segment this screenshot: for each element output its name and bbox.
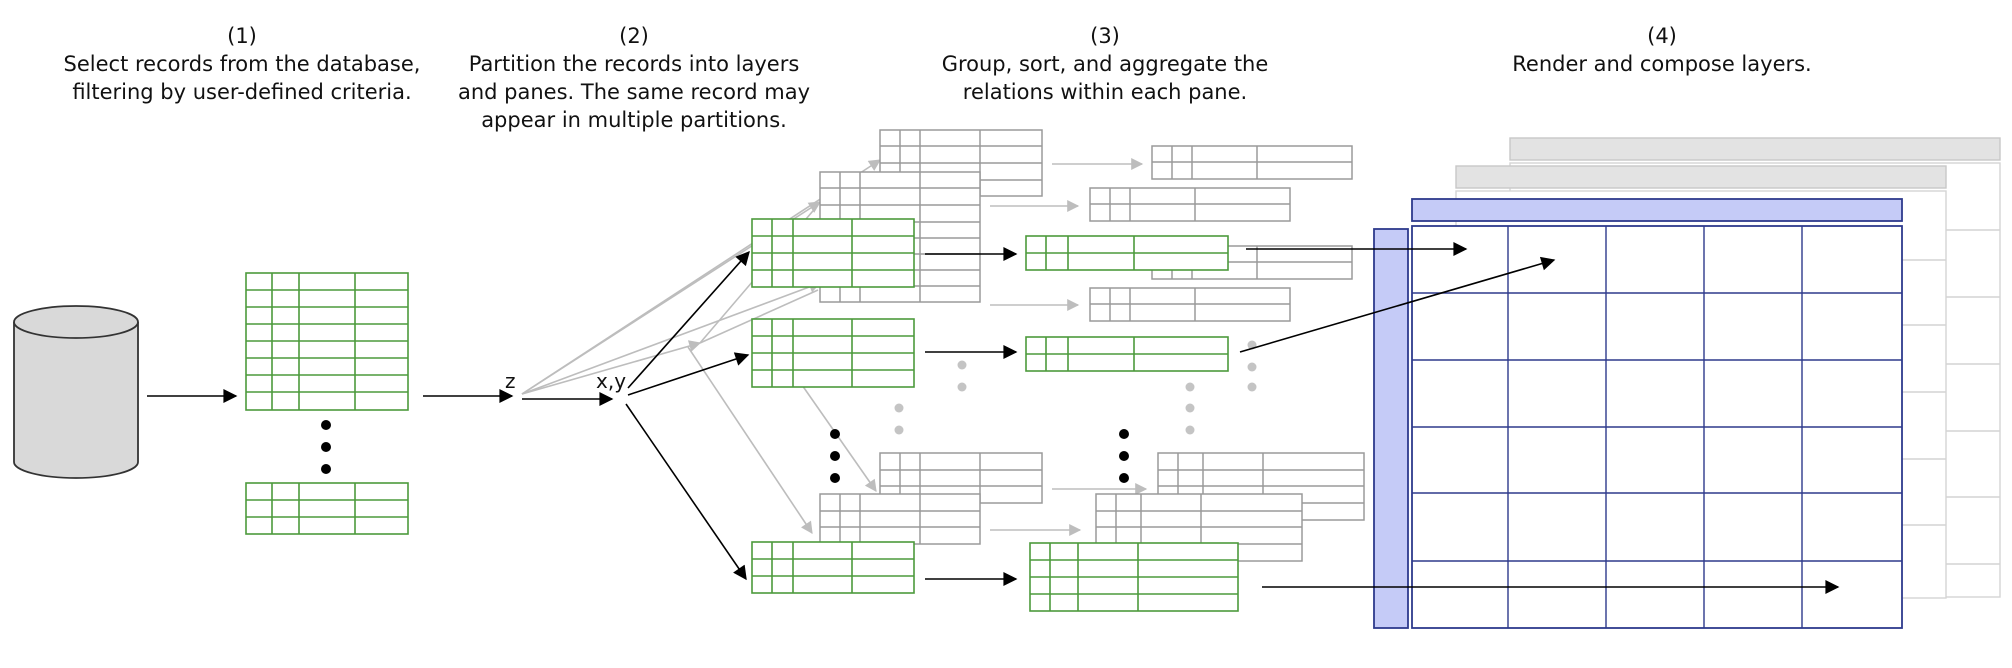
pane-table bbox=[751, 218, 915, 288]
front-layer bbox=[1373, 198, 1903, 629]
pane-table bbox=[751, 541, 915, 594]
step-1-caption: (1) Select records from the database, fi… bbox=[64, 24, 421, 104]
aggregated-table bbox=[1025, 235, 1229, 271]
step-1-number: (1) bbox=[227, 24, 257, 48]
ellipsis-dots-icon bbox=[830, 429, 840, 483]
step-3-line-2: relations within each pane. bbox=[963, 80, 1247, 104]
step-3-number: (3) bbox=[1090, 24, 1120, 48]
step-2-line-2: and panes. The same record may bbox=[458, 80, 810, 104]
step-3-line-1: Group, sort, and aggregate the bbox=[942, 52, 1269, 76]
step-1-line-1: Select records from the database, bbox=[64, 52, 421, 76]
label-z: z bbox=[505, 369, 516, 393]
step-4-line-1: Render and compose layers. bbox=[1512, 52, 1812, 76]
ghost-tables bbox=[819, 129, 1365, 562]
step-3-caption: (3) Group, sort, and aggregate the relat… bbox=[942, 24, 1269, 104]
layer-side-bar bbox=[1373, 228, 1409, 629]
step-1-line-2: filtering by user-defined criteria. bbox=[72, 80, 411, 104]
pane-tables bbox=[751, 218, 915, 594]
filtered-records-table bbox=[245, 272, 409, 411]
step-4-number: (4) bbox=[1647, 24, 1677, 48]
ellipsis-dots-icon bbox=[321, 420, 331, 474]
step-2-line-1: Partition the records into layers bbox=[469, 52, 800, 76]
layer-grid-lines bbox=[1412, 226, 1902, 628]
aggregate-arrows bbox=[925, 247, 1018, 586]
pane-table bbox=[751, 318, 915, 388]
label-xy: x,y bbox=[596, 369, 626, 393]
step-2-line-3: appear in multiple partitions. bbox=[481, 108, 787, 132]
step-2-number: (2) bbox=[619, 24, 649, 48]
database-icon bbox=[13, 305, 139, 479]
ghost-table bbox=[1151, 145, 1353, 180]
ghost-table bbox=[1089, 287, 1291, 322]
partition-arrows bbox=[625, 250, 750, 581]
ghost-table bbox=[1089, 187, 1291, 222]
aggregated-table bbox=[1025, 336, 1229, 372]
layer-header-bar bbox=[1411, 198, 1903, 222]
aggregated-table bbox=[1029, 542, 1239, 612]
step-2-caption: (2) Partition the records into layers an… bbox=[458, 24, 810, 132]
aggregated-tables bbox=[1025, 235, 1239, 612]
ellipsis-dots-icon bbox=[1119, 429, 1129, 483]
ghost-table bbox=[819, 493, 981, 545]
ghost-ellipsis-dots-icon bbox=[894, 340, 1257, 435]
step-4-caption: (4) Render and compose layers. bbox=[1512, 24, 1812, 76]
filtered-records-table-tail bbox=[245, 482, 409, 535]
render-arrows bbox=[1239, 242, 1840, 594]
